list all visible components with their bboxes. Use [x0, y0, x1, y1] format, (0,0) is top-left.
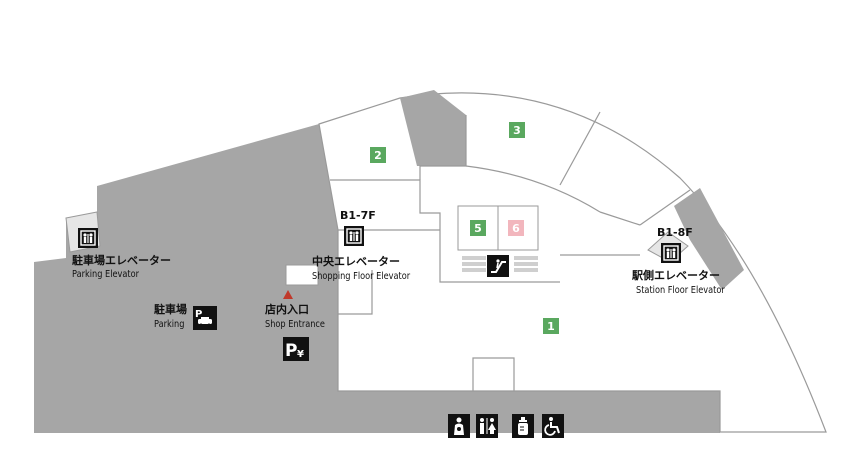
station-elevator-core: [674, 188, 744, 290]
station-elevator-label-en: Station Floor Elevator: [636, 285, 725, 296]
station-elevator-label-jp: 駅側エレベーター: [632, 269, 720, 282]
entrance-corridor: [285, 264, 319, 286]
central-elevator-floors: B1-7F: [340, 209, 376, 222]
elevator-icon: [78, 228, 98, 248]
parking-label-en: Parking: [154, 319, 185, 330]
shop-1-badge[interactable]: 1: [543, 318, 559, 334]
nursing-room-icon[interactable]: [448, 414, 470, 438]
svg-text:P: P: [195, 309, 202, 320]
shop-3-badge[interactable]: 3: [509, 122, 525, 138]
shop-entrance-label-jp: 店内入口: [265, 303, 309, 316]
escalator-icon[interactable]: [487, 255, 509, 277]
shop-entrance-label-en: Shop Entrance: [265, 319, 325, 330]
shop-6-badge[interactable]: 6: [508, 220, 524, 236]
restroom-icon[interactable]: [476, 414, 498, 438]
baby-bottle-icon[interactable]: [512, 414, 534, 438]
svg-text:¥: ¥: [297, 349, 304, 360]
parking-car-icon: P: [193, 306, 217, 330]
parking-label-jp: 駐車場: [154, 303, 187, 316]
parking-elevator-label-en: Parking Elevator: [72, 269, 139, 280]
elevator-icon: [344, 226, 364, 246]
service-core: [400, 90, 466, 166]
wheelchair-icon[interactable]: [542, 414, 564, 438]
station-elevator-floors: B1-8F: [657, 226, 693, 239]
svg-text:P: P: [285, 341, 297, 360]
parking-elevator-label-jp: 駐車場エレベーター: [72, 254, 171, 267]
shop-5-badge[interactable]: 5: [470, 220, 486, 236]
escalator-steps: [462, 256, 538, 272]
elevator-icon: [661, 243, 681, 263]
shop-2-badge[interactable]: 2: [370, 147, 386, 163]
shop-walls: [330, 111, 691, 391]
central-elevator-label-en: Shopping Floor Elevator: [312, 271, 411, 282]
entrance-triangle-icon: [283, 290, 293, 299]
central-elevator-label-jp: 中央エレベーター: [312, 255, 400, 268]
parking-area: [34, 124, 720, 433]
parking-yen-icon: P¥: [283, 337, 309, 361]
shop-floor: [318, 92, 827, 433]
